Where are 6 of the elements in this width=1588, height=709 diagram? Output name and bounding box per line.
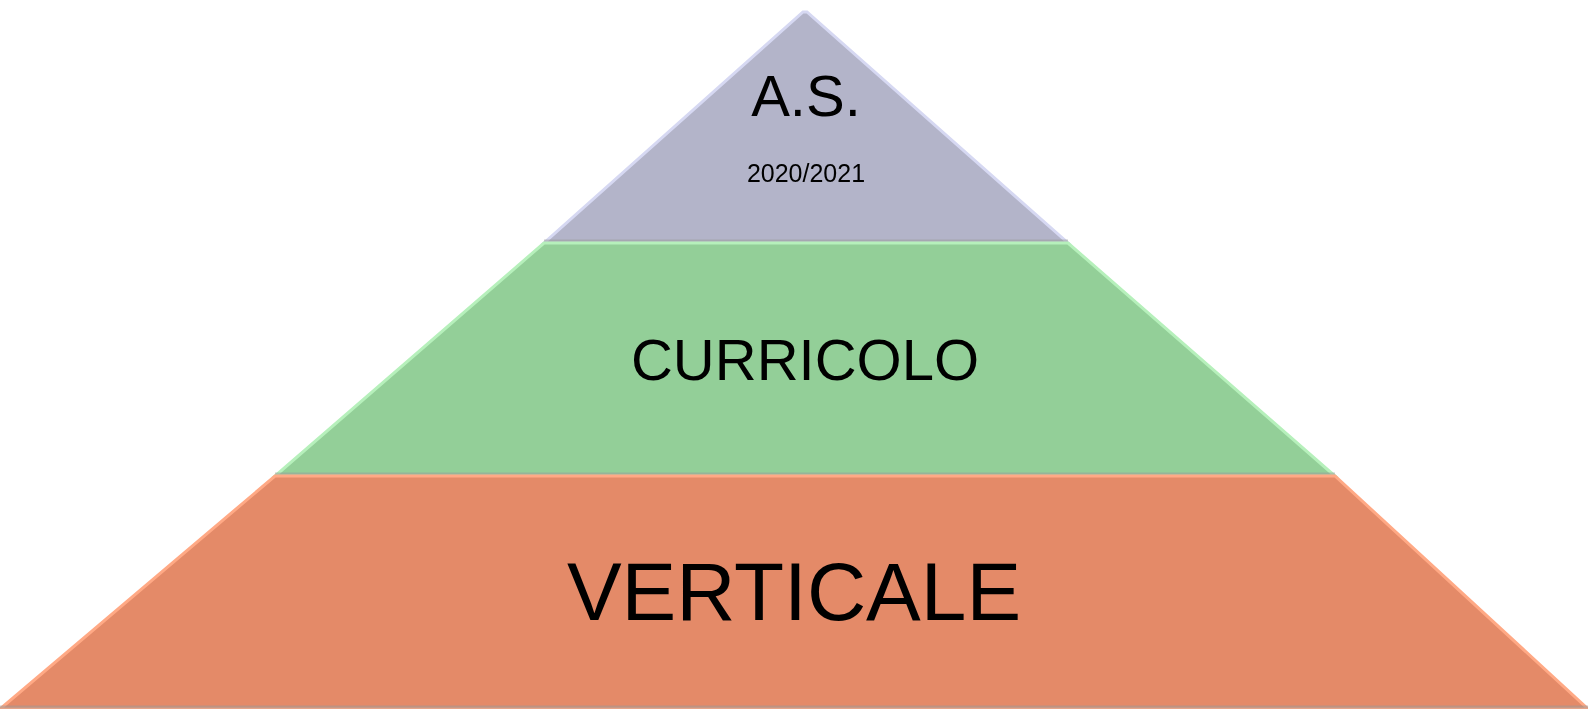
tier-label: VERTICALE <box>566 551 1022 633</box>
pyramid-tier <box>544 12 1068 243</box>
tier-label: 2020/2021 <box>746 160 866 186</box>
pyramid-tier <box>0 476 1588 709</box>
tier-label: CURRICOLO <box>631 331 979 389</box>
tier-label: A.S. <box>751 67 861 125</box>
